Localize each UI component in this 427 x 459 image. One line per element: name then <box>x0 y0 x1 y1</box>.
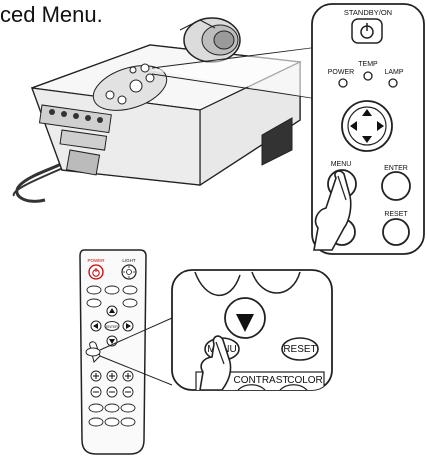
menu-label: MENU <box>331 161 352 168</box>
projector-illustration <box>14 18 312 201</box>
temp-indicator-led <box>364 72 372 80</box>
standby-label: STANDBY/ON <box>344 8 392 17</box>
remote-key[interactable] <box>89 418 103 426</box>
remote-key[interactable] <box>105 286 119 294</box>
remote-control: POWER LIGHT <box>80 250 172 454</box>
remote-key[interactable] <box>89 404 103 412</box>
power-indicator-label: POWER <box>328 69 354 76</box>
remote-power-label: POWER <box>87 258 105 263</box>
enter-button[interactable] <box>382 172 410 200</box>
remote-key[interactable] <box>123 299 137 307</box>
remote-key[interactable] <box>121 418 135 426</box>
zoom-reset-label: RESET <box>283 344 316 355</box>
power-indicator-led <box>339 79 347 87</box>
remote-key[interactable] <box>87 286 101 294</box>
remote-light-label: LIGHT <box>122 258 136 263</box>
control-panel-callout: STANDBY/ON POWER TEMP LAMP MENU ENTE <box>312 4 424 254</box>
lamp-indicator-led <box>389 79 397 87</box>
remote-menu-button[interactable] <box>86 348 100 356</box>
reset-label: RESET <box>384 211 408 218</box>
reset-button[interactable] <box>383 219 409 245</box>
remote-zoom-callout: MENU RESET BR CONTRAST COLOR <box>172 270 332 402</box>
remote-key[interactable] <box>87 299 101 307</box>
remote-key[interactable] <box>105 418 119 426</box>
lamp-indicator-label: LAMP <box>384 69 403 76</box>
remote-key[interactable] <box>123 286 137 294</box>
remote-key[interactable] <box>121 404 135 412</box>
enter-label: ENTER <box>384 165 408 172</box>
temp-indicator-label: TEMP <box>358 61 378 68</box>
zoom-contrast-label: CONTRAST <box>234 375 289 386</box>
remote-key[interactable] <box>105 404 119 412</box>
remote-enter-label: ENTER <box>106 325 118 329</box>
